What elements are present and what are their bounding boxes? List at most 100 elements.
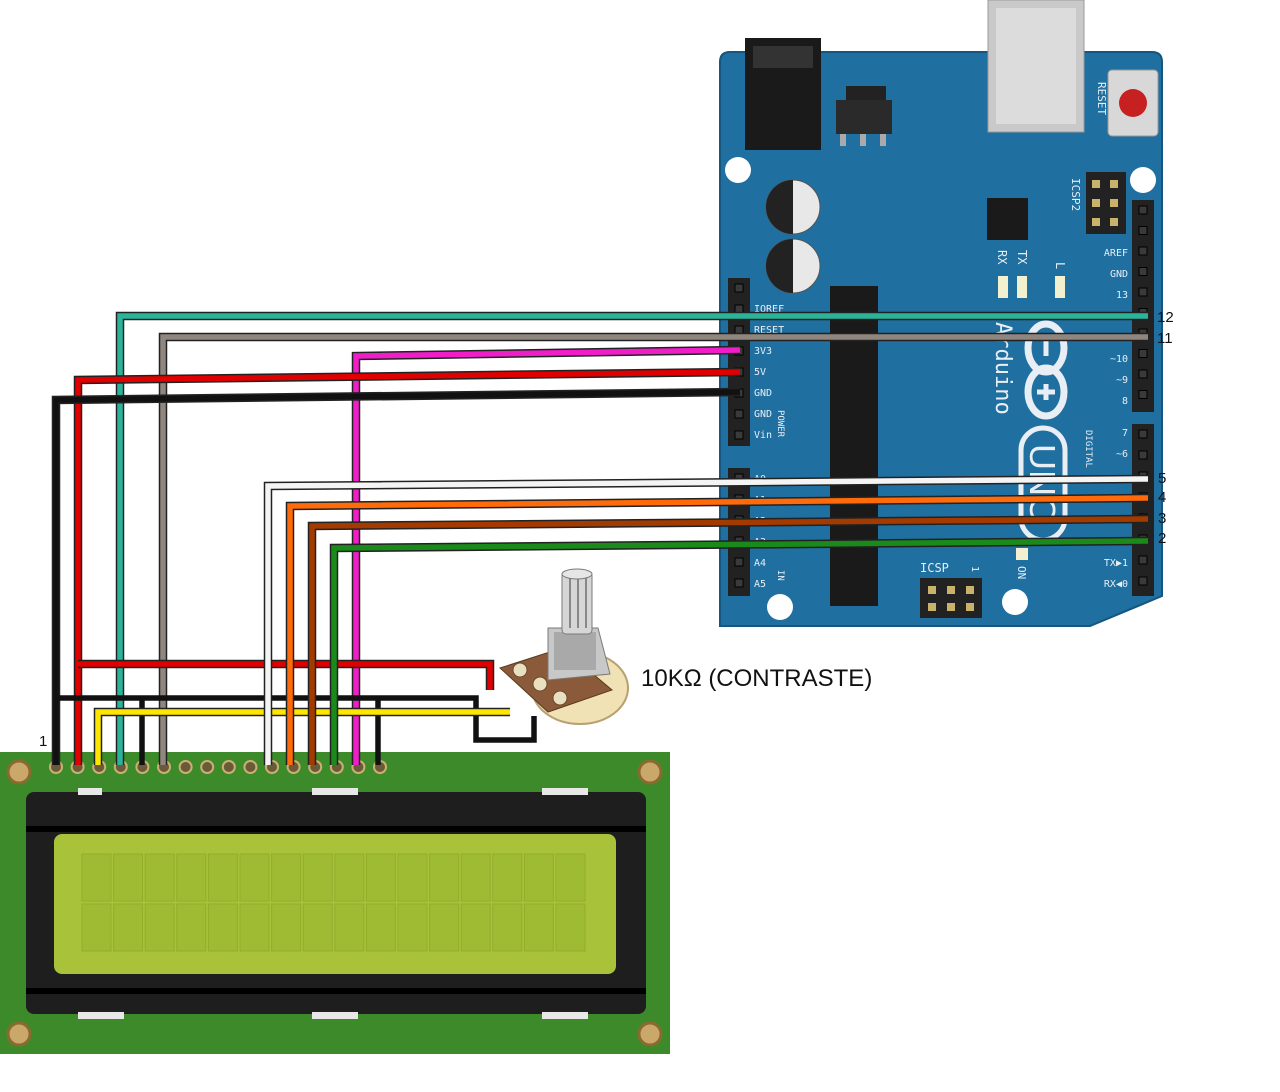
- wire-black-gnd: [53, 389, 741, 765]
- callout-pin5: 5: [1158, 470, 1166, 487]
- lcd-mount-hole: [6, 1021, 32, 1047]
- lcd-mount-hole: [637, 759, 663, 785]
- lcd-pin-pad: [200, 760, 215, 774]
- header-pin: [1138, 267, 1148, 276]
- pin-callouts: 12 11 5 4 3 2: [1157, 309, 1174, 547]
- wire-black-pot: [56, 695, 537, 743]
- capacitor-1: [765, 179, 821, 235]
- analog-pin-label-5: A5: [754, 579, 766, 590]
- lcd-char-cell: [334, 853, 365, 902]
- digital-header-high: [1132, 200, 1154, 412]
- tx-led-label: TX: [1015, 250, 1029, 265]
- lcd-pin1-label: 1: [39, 733, 47, 750]
- lcd-char-cell: [302, 903, 333, 952]
- lcd-char-cell: [271, 903, 302, 952]
- lcd-char-cell: [429, 853, 460, 902]
- wire-yellow-v0: [95, 709, 510, 765]
- analog-pin-label-4: A4: [754, 558, 766, 569]
- header-pin: [1138, 287, 1148, 297]
- lcd-char-cell: [176, 903, 207, 952]
- lcd-char-cell: [523, 903, 554, 952]
- power-jack: [745, 38, 821, 150]
- lcd-char-cell: [492, 903, 523, 952]
- lcd-char-cell: [81, 853, 112, 902]
- header-pin: [1138, 205, 1148, 215]
- arduino-logo: [1024, 320, 1068, 420]
- icsp-header: [920, 578, 982, 618]
- rx-led: [998, 276, 1008, 298]
- lcd-pin-pad: [178, 760, 193, 774]
- reset-button[interactable]: [1107, 69, 1159, 137]
- lcd-char-cell: [555, 853, 586, 902]
- lcd-pin-pad: [221, 760, 236, 774]
- header-pin: [734, 283, 744, 293]
- icsp-label: ICSP: [920, 561, 949, 575]
- wire-red-5v: [75, 369, 741, 765]
- header-pin: [1138, 555, 1148, 565]
- lcd-char-cell: [492, 853, 523, 902]
- header-pin: [1138, 390, 1148, 399]
- usb-controller-chip: [987, 198, 1028, 240]
- lcd-char-cell: [81, 903, 112, 952]
- lcd-char-cell: [429, 903, 460, 952]
- mount-hole: [1130, 167, 1156, 193]
- lcd-char-cell: [176, 853, 207, 902]
- wires: [51, 311, 1149, 765]
- power-pin-label-5: GND: [754, 409, 772, 420]
- mount-hole: [767, 594, 793, 620]
- lcd-char-cell: [113, 853, 144, 902]
- l-led-label: L: [1053, 262, 1067, 269]
- lcd-character-grid: [81, 853, 586, 952]
- digital-pin-label: RX◀0: [1104, 579, 1128, 590]
- header-pin: [1138, 450, 1148, 460]
- header-pin: [1138, 576, 1148, 586]
- wire-red-pot: [78, 661, 493, 690]
- mount-hole: [1002, 589, 1028, 615]
- digital-pin-label: TX▶1: [1104, 558, 1128, 569]
- wire-pink-3v3: [353, 347, 741, 765]
- power-pin-label-0: IOREF: [754, 304, 784, 315]
- power-header: [728, 278, 750, 446]
- icsp2-label: ICSP2: [1069, 178, 1082, 211]
- power-pin-label-2: 3V3: [754, 346, 772, 357]
- power-pin-label-1: RESET: [754, 325, 784, 336]
- lcd-char-cell: [144, 853, 175, 902]
- callout-pin2: 2: [1158, 530, 1166, 547]
- lcd-char-cell: [397, 903, 428, 952]
- wire-grey-pin11: [160, 334, 1148, 765]
- digital-pin-label: ~6: [1116, 449, 1128, 460]
- power-label: POWER: [775, 410, 785, 438]
- header-pin: [1138, 369, 1148, 379]
- icsp2-header: [1086, 172, 1126, 234]
- header-pin: [1138, 349, 1148, 358]
- capacitor-2: [765, 238, 821, 294]
- digital-header-low: [1132, 424, 1154, 596]
- lcd-char-cell: [460, 853, 491, 902]
- wire-green-pin2: [331, 538, 1149, 765]
- potentiometer[interactable]: [499, 568, 629, 725]
- power-pin-label-6: Vin: [754, 430, 772, 441]
- lcd-char-cell: [271, 853, 302, 902]
- digital-pin-label: ~9: [1116, 375, 1128, 386]
- lcd-char-cell: [523, 853, 554, 902]
- digital-pin-label: 7: [1122, 428, 1128, 439]
- lcd-char-cell: [239, 853, 270, 902]
- header-pin: [1138, 429, 1148, 439]
- lcd-module: [0, 752, 670, 1054]
- digital-pin-label: 13: [1116, 290, 1128, 301]
- lcd-char-cell: [460, 903, 491, 952]
- voltage-regulator: [836, 86, 892, 146]
- lcd-char-cell: [365, 853, 396, 902]
- potentiometer-label: 10KΩ (CONTRASTE): [641, 665, 872, 692]
- lcd-char-cell: [365, 903, 396, 952]
- lcd-char-cell: [302, 853, 333, 902]
- power-pin-label-3: 5V: [754, 367, 766, 378]
- header-pin: [734, 409, 744, 419]
- lcd-mount-hole: [637, 1021, 663, 1047]
- callout-pin4: 4: [1158, 489, 1166, 506]
- analog-header: [728, 468, 750, 596]
- lcd-char-cell: [144, 903, 175, 952]
- icsp-pin1-label: 1: [969, 566, 980, 572]
- on-label: ON: [1015, 566, 1028, 579]
